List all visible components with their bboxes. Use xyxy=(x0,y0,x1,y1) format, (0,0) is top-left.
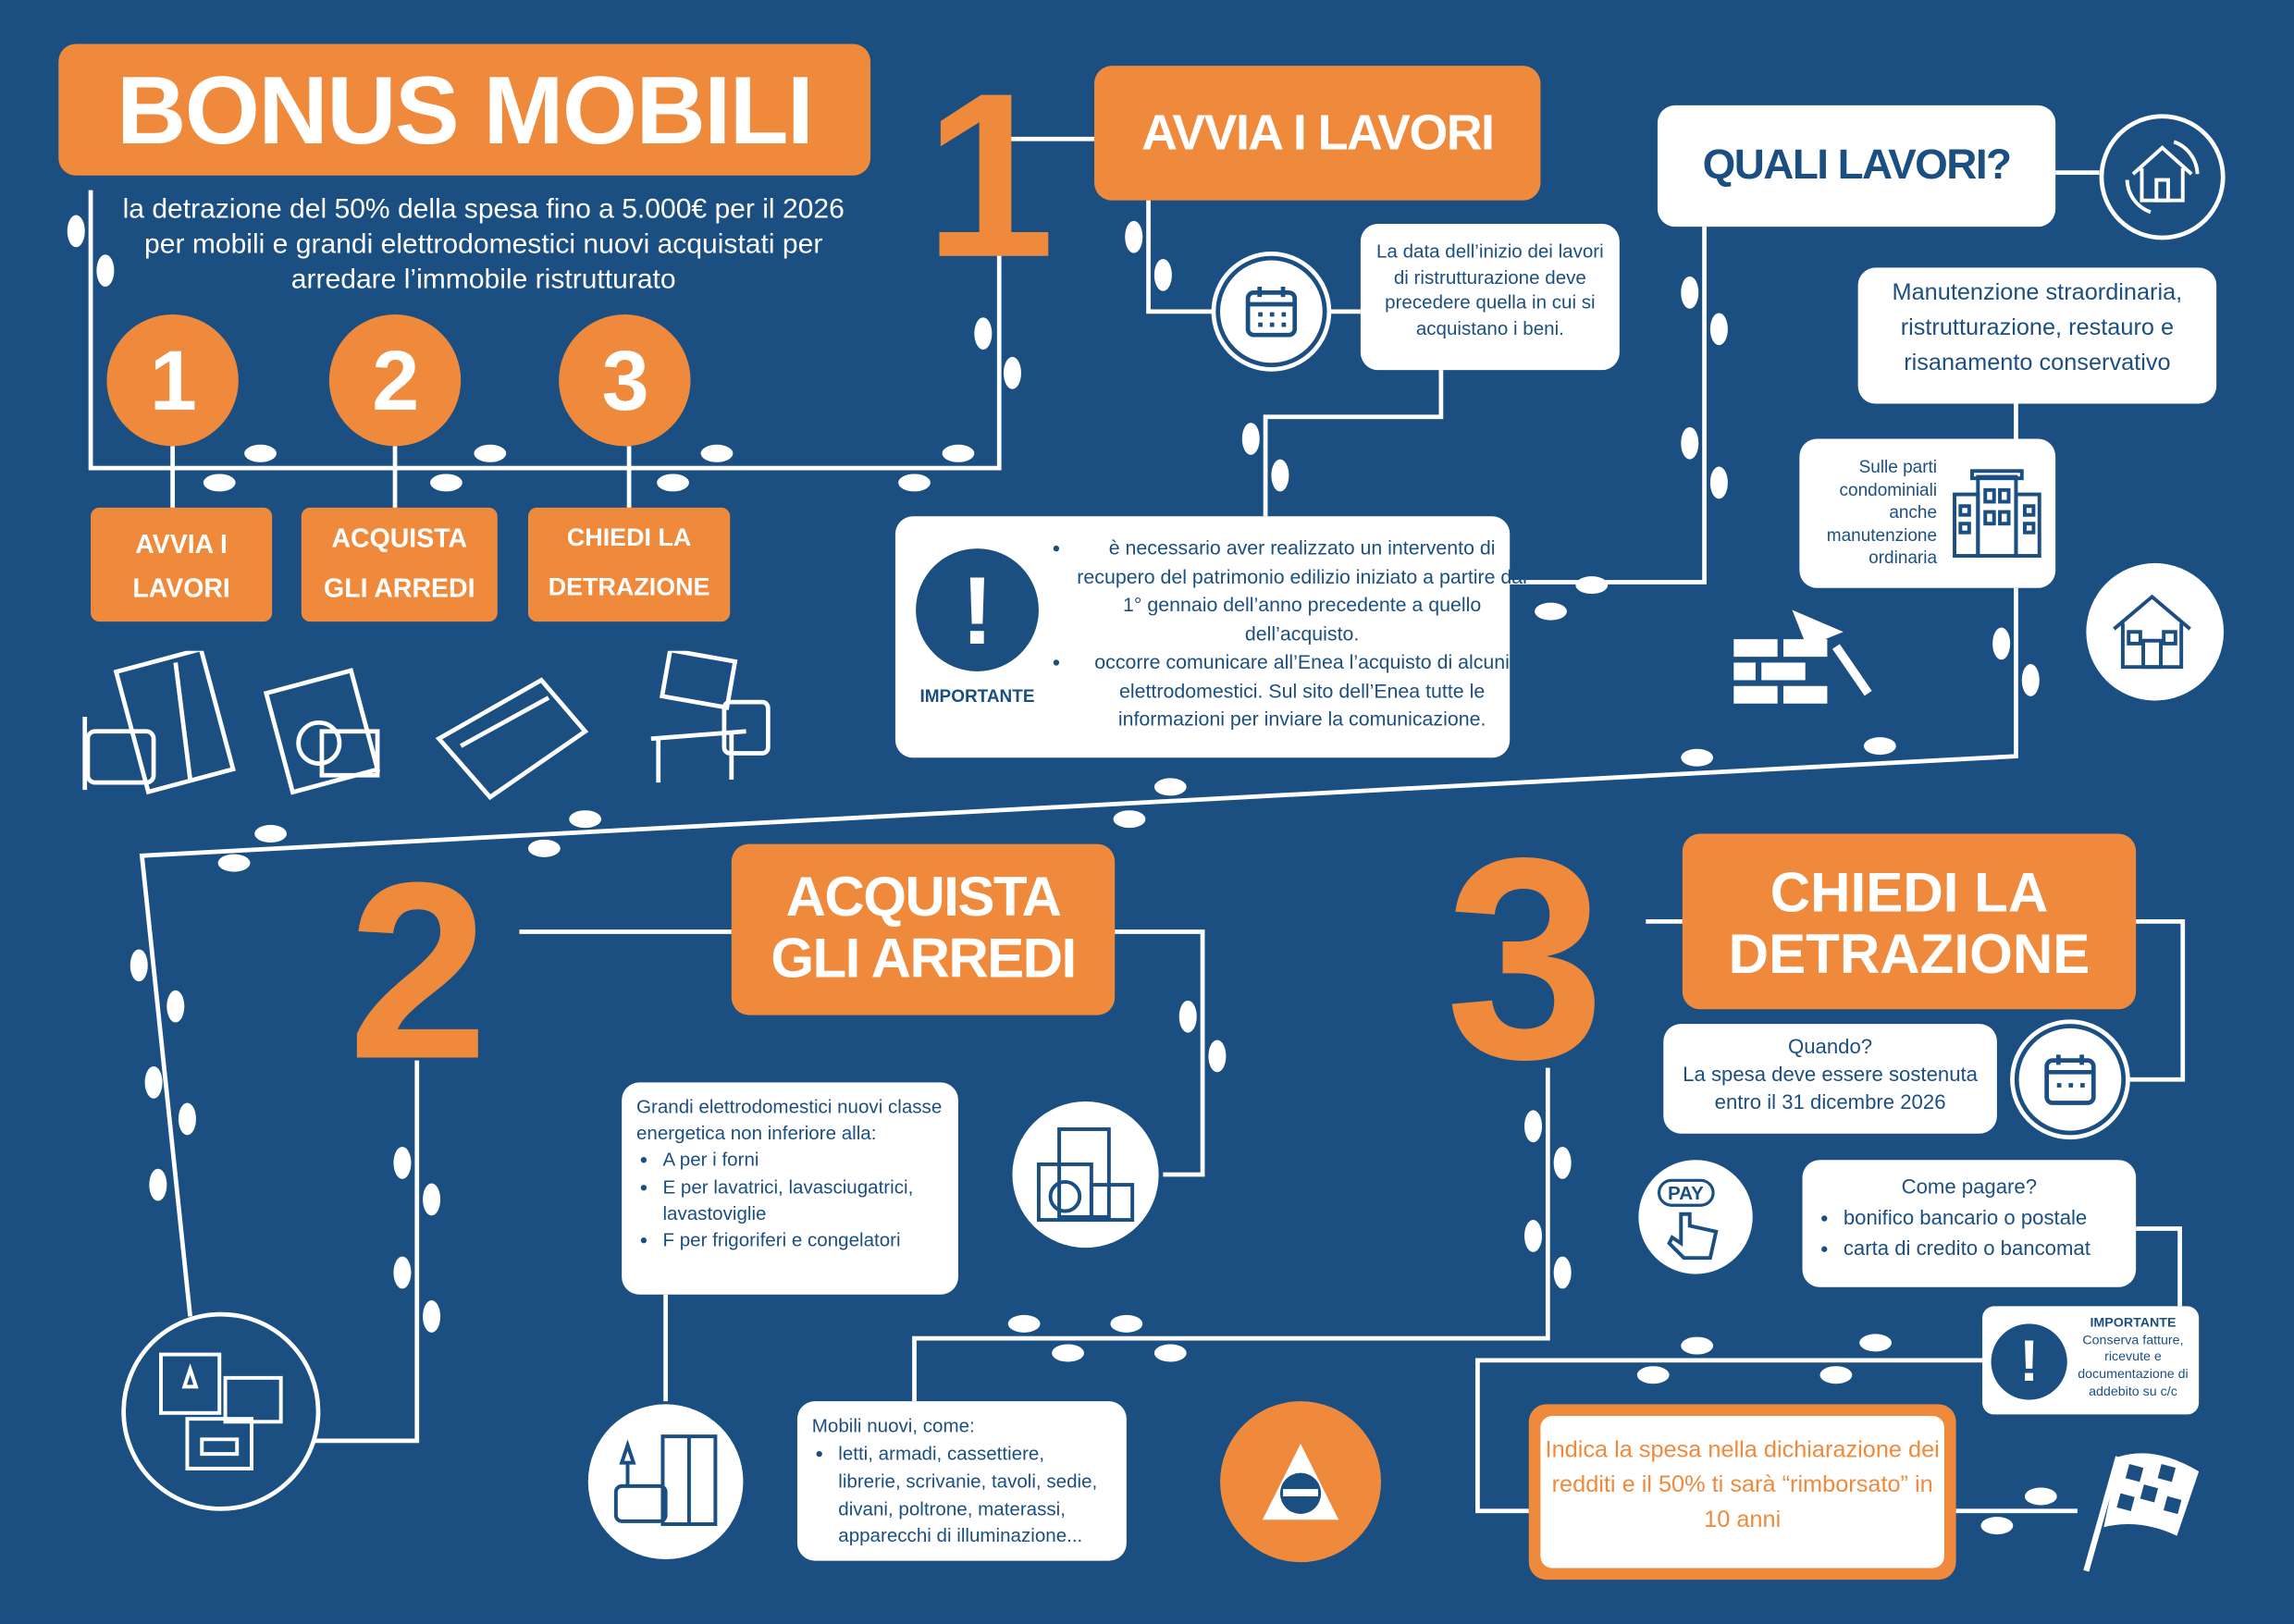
list-item: A per i forni xyxy=(662,1148,944,1175)
house-renovation-icon-circle xyxy=(2099,114,2226,240)
important-item: è necessario aver realizzato un interven… xyxy=(1075,534,1528,648)
appliances-intro: Grandi elettrodomestici nuovi classe ene… xyxy=(635,1095,943,1145)
pay-hand-icon: PAY xyxy=(1652,1173,1740,1261)
condo-line: ordinaria xyxy=(1868,547,1938,569)
important-label: IMPORTANTE xyxy=(919,685,1035,707)
payment-title: Come pagare? xyxy=(1901,1175,2038,1199)
page-title: BONUS MOBILI xyxy=(58,43,871,176)
footprints xyxy=(67,215,2057,1535)
furniture-icons xyxy=(82,650,771,801)
label-line: LAVORI xyxy=(132,572,230,603)
house-tools-icon-circle xyxy=(2086,562,2225,701)
building-icon xyxy=(1953,469,2041,558)
room-icon-circle xyxy=(121,1311,321,1511)
appliances-box: Grandi elettrodomestici nuovi classe ene… xyxy=(622,1082,958,1295)
label-line: GLI ARREDI xyxy=(324,572,475,603)
overview-circle-3: 3 xyxy=(559,314,691,447)
label-line: DETRAZIONE xyxy=(548,572,710,602)
important-item: occorre comunicare all’Enea l’acquisto d… xyxy=(1075,648,1528,734)
label-line: CHIEDI LA xyxy=(566,523,692,552)
condo-line: anche xyxy=(1889,501,1938,523)
washing-machine-icon xyxy=(1036,1127,1135,1223)
important-list: è necessario aver realizzato un interven… xyxy=(1049,534,1529,734)
overview-label-3: CHIEDI LA DETRAZIONE xyxy=(527,507,731,622)
condo-line: Sulle parti xyxy=(1858,456,1938,477)
when-text: La spesa deve essere sostenuta entro il … xyxy=(1683,1062,1978,1113)
room-furniture-icon xyxy=(158,1352,283,1470)
payment-box: Come pagare? bonifico bancario o postale… xyxy=(1802,1160,2137,1287)
wardrobe-sofa-icon xyxy=(613,1434,718,1527)
label-line: ACQUISTA xyxy=(331,523,468,553)
label-line: AVVIA I xyxy=(135,529,228,560)
important-box-2: ! IMPORTANTE Conserva fatture, ricevute … xyxy=(1982,1306,2200,1415)
overview-label-2: ACQUISTA GLI ARREDI xyxy=(301,507,498,622)
appliances-icon xyxy=(263,668,381,795)
works-title: QUALI LAVORI? xyxy=(1657,105,2056,228)
title-line: DETRAZIONE xyxy=(1728,924,2090,986)
calendar-icon xyxy=(1245,286,1298,338)
exclamation-icon: ! xyxy=(916,548,1039,671)
furniture-list: letti, armadi, cassettiere, librerie, sc… xyxy=(812,1441,1112,1551)
important-label: IMPORTANTE xyxy=(2090,1314,2177,1330)
overview-circle-2: 2 xyxy=(328,314,462,447)
overview-label-1: AVVIA I LAVORI xyxy=(91,507,273,622)
final-box: Indica la spesa nella dichiarazione dei … xyxy=(1528,1404,1956,1581)
agency-logo xyxy=(1262,1444,1339,1520)
desk-icon xyxy=(650,650,771,783)
overview-circle-1: 1 xyxy=(106,314,239,447)
date-note: La data dell’inizio dei lavori di ristru… xyxy=(1360,223,1620,371)
title-line: CHIEDI LA xyxy=(1770,863,2049,925)
list-item: letti, armadi, cassettiere, librerie, sc… xyxy=(838,1441,1112,1551)
sofa-icon xyxy=(435,677,589,801)
title-line: GLI ARREDI xyxy=(771,929,1077,990)
house-repair-icon xyxy=(2113,594,2191,670)
subtitle: la detrazione del 50% della spesa fino a… xyxy=(122,194,845,295)
wardrobe-icon xyxy=(82,650,236,795)
when-title: Quando? xyxy=(1788,1034,1873,1058)
list-item: bonifico bancario o postale xyxy=(1844,1202,2122,1233)
furniture-intro: Mobili nuovi, come: xyxy=(811,1414,975,1437)
step1-title: AVVIA I LAVORI xyxy=(1094,66,1541,201)
furniture-icon-circle xyxy=(587,1404,744,1559)
checkered-flag-icon xyxy=(2083,1453,2200,1572)
condo-line: condominiali xyxy=(1839,479,1938,500)
payment-list: bonifico bancario o postalecarta di cred… xyxy=(1817,1202,2121,1263)
condo-line: manutenzione xyxy=(1826,524,1938,546)
when-box: Quando? La spesa deve essere sostenuta en… xyxy=(1663,1024,1997,1134)
step1-number: 1 xyxy=(924,43,1055,306)
step2-number: 2 xyxy=(348,830,488,1113)
list-item: F per frigoriferi e congelatori xyxy=(662,1227,944,1254)
bricks-trowel-icon xyxy=(1733,609,1872,704)
appliances-list: A per i forniE per lavatrici, lavasciuga… xyxy=(636,1148,944,1254)
agency-logo-circle xyxy=(1220,1401,1382,1563)
house-tools-icon xyxy=(2125,140,2200,215)
final-text: Indica la spesa nella dichiarazione dei … xyxy=(1540,1415,1944,1569)
list-item: carta di credito o bancomat xyxy=(1844,1233,2122,1263)
important-text: Conserva fatture, ricevute e documentazi… xyxy=(2078,1332,2189,1398)
calendar-icon xyxy=(2044,1054,2096,1105)
appliances-icon-circle xyxy=(1012,1101,1159,1249)
furniture-box: Mobili nuovi, come: letti, armadi, casse… xyxy=(796,1401,1127,1561)
list-item: E per lavatrici, lavasciugatrici, lavast… xyxy=(662,1174,944,1227)
exclamation-icon: ! xyxy=(1991,1323,2067,1400)
works-main: Manutenzione straordinaria, ristrutturaz… xyxy=(1857,267,2217,404)
pay-icon-text: PAY xyxy=(1657,1178,1714,1207)
calendar-icon-circle-2 xyxy=(2014,1024,2127,1136)
calendar-icon-circle xyxy=(1215,255,1327,367)
pay-icon-circle: PAY xyxy=(1638,1160,1753,1274)
step3-number: 3 xyxy=(1445,798,1606,1119)
title-line: ACQUISTA xyxy=(785,867,1062,929)
important-box: ! IMPORTANTE è necessario aver realizzat… xyxy=(894,516,1527,758)
